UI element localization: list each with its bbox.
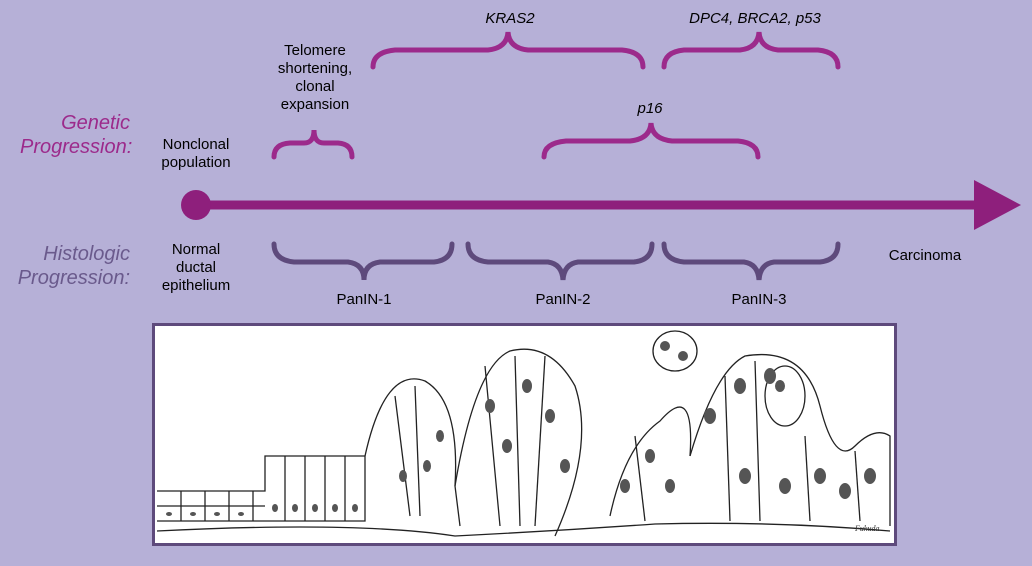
- kras2-label: KRAS2: [485, 10, 535, 27]
- late-genes-label: DPC4, BRCA2, p53: [689, 10, 821, 27]
- panin3-label: PanIN-3: [731, 291, 787, 308]
- brace-p16: [541, 122, 761, 160]
- normal-epithelium-label: Normal ductal epithelium: [150, 241, 242, 295]
- brace-late-genes: [661, 31, 841, 70]
- brace-panin2: [465, 241, 655, 281]
- telomere-line4: expansion: [280, 96, 350, 113]
- progression-graphics: [181, 31, 1021, 281]
- genetic-progression-label: Genetic Progression:: [20, 111, 133, 159]
- telomere-label: Telomere shortening, clonal expansion: [256, 42, 374, 114]
- brace-telomere: [271, 129, 355, 160]
- nonclonal-line2: population: [161, 154, 231, 171]
- p16-label: p16: [637, 100, 663, 117]
- carcinoma-label: Carcinoma: [888, 247, 962, 264]
- telomere-line1: Telomere: [284, 42, 346, 59]
- epithelium-drawing: Fukuda: [156, 330, 891, 537]
- brace-panin3: [661, 241, 841, 281]
- nonclonal-line1: Nonclonal: [162, 136, 230, 153]
- normal-line2: ductal: [175, 259, 217, 276]
- signature: Fukuda: [854, 524, 879, 533]
- nonclonal-label: Nonclonal population: [150, 136, 242, 172]
- panin1-label: PanIN-1: [336, 291, 392, 308]
- telomere-line3: clonal: [295, 78, 335, 95]
- panin2-label: PanIN-2: [535, 291, 591, 308]
- telomere-line2: shortening,: [277, 60, 353, 77]
- histologic-progression-label: Histologic Progression:: [8, 242, 130, 290]
- histology-illustration: Fukuda: [152, 323, 897, 546]
- arrowhead-icon: [974, 180, 1021, 230]
- histologic-label-line1: Histologic: [43, 243, 130, 265]
- start-marker-icon: [181, 190, 211, 220]
- brace-panin1: [271, 241, 455, 281]
- brace-kras2: [370, 31, 646, 70]
- normal-line1: Normal: [171, 241, 221, 258]
- histologic-label-line2: Progression:: [17, 267, 130, 289]
- genetic-label-line2: Progression:: [20, 136, 133, 158]
- genetic-label-line1: Genetic: [61, 112, 130, 134]
- normal-line3: epithelium: [161, 277, 231, 294]
